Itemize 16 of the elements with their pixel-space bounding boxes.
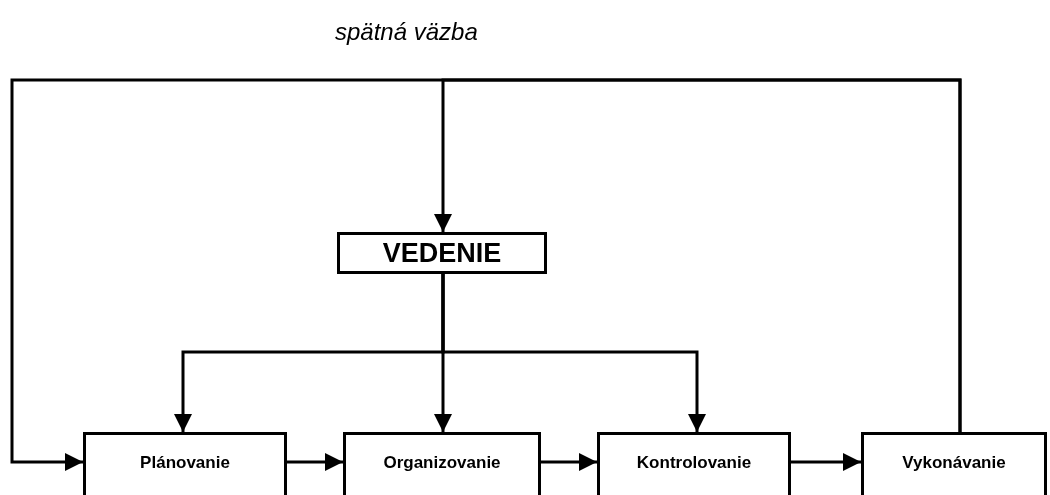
box-label: Vykonávanie <box>902 453 1006 473</box>
process-box <box>597 432 791 495</box>
feedback-label: spätná väzba <box>335 18 478 46</box>
box-label: Organizovanie <box>383 453 501 473</box>
arrow <box>441 274 706 432</box>
box-label: Plánovanie <box>140 453 230 473</box>
arrow <box>791 453 861 471</box>
box-label: Kontrolovanie <box>636 453 752 473</box>
arrow <box>541 453 597 471</box>
process-box <box>343 432 541 495</box>
process-box <box>337 232 547 274</box>
box-label: VEDENIE <box>382 237 502 269</box>
arrow <box>287 453 343 471</box>
arrow <box>10 78 962 471</box>
process-box <box>861 432 1047 495</box>
process-box <box>83 432 287 495</box>
